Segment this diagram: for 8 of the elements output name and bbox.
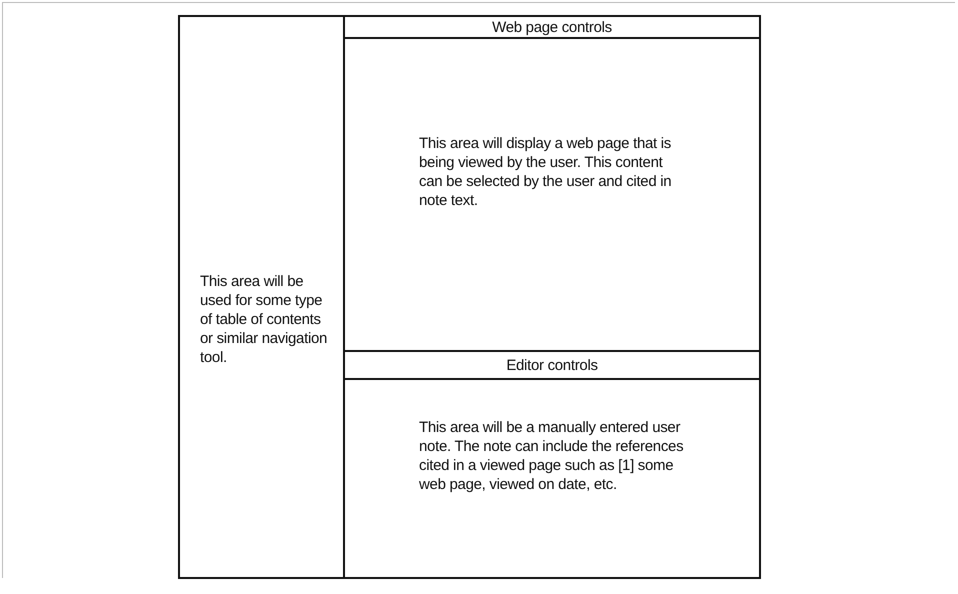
navigation-panel xyxy=(178,15,345,579)
description-text: This area will be used for some type of table of contents or similar navigation tool. xyxy=(200,272,328,367)
header-label: Web page controls xyxy=(491,18,613,36)
header-label: Editor controls xyxy=(505,356,599,374)
header-bar xyxy=(343,15,761,39)
description-text: This area will be a manually entered user note. The note can include the references cited in a viewed page such as [1] some web page, viewed on date, etc. xyxy=(419,418,684,494)
description-text: This area will display a web page that is being viewed by the user. This content can be selected by the user and cited in note text. xyxy=(419,134,672,210)
note-panel xyxy=(343,378,761,579)
